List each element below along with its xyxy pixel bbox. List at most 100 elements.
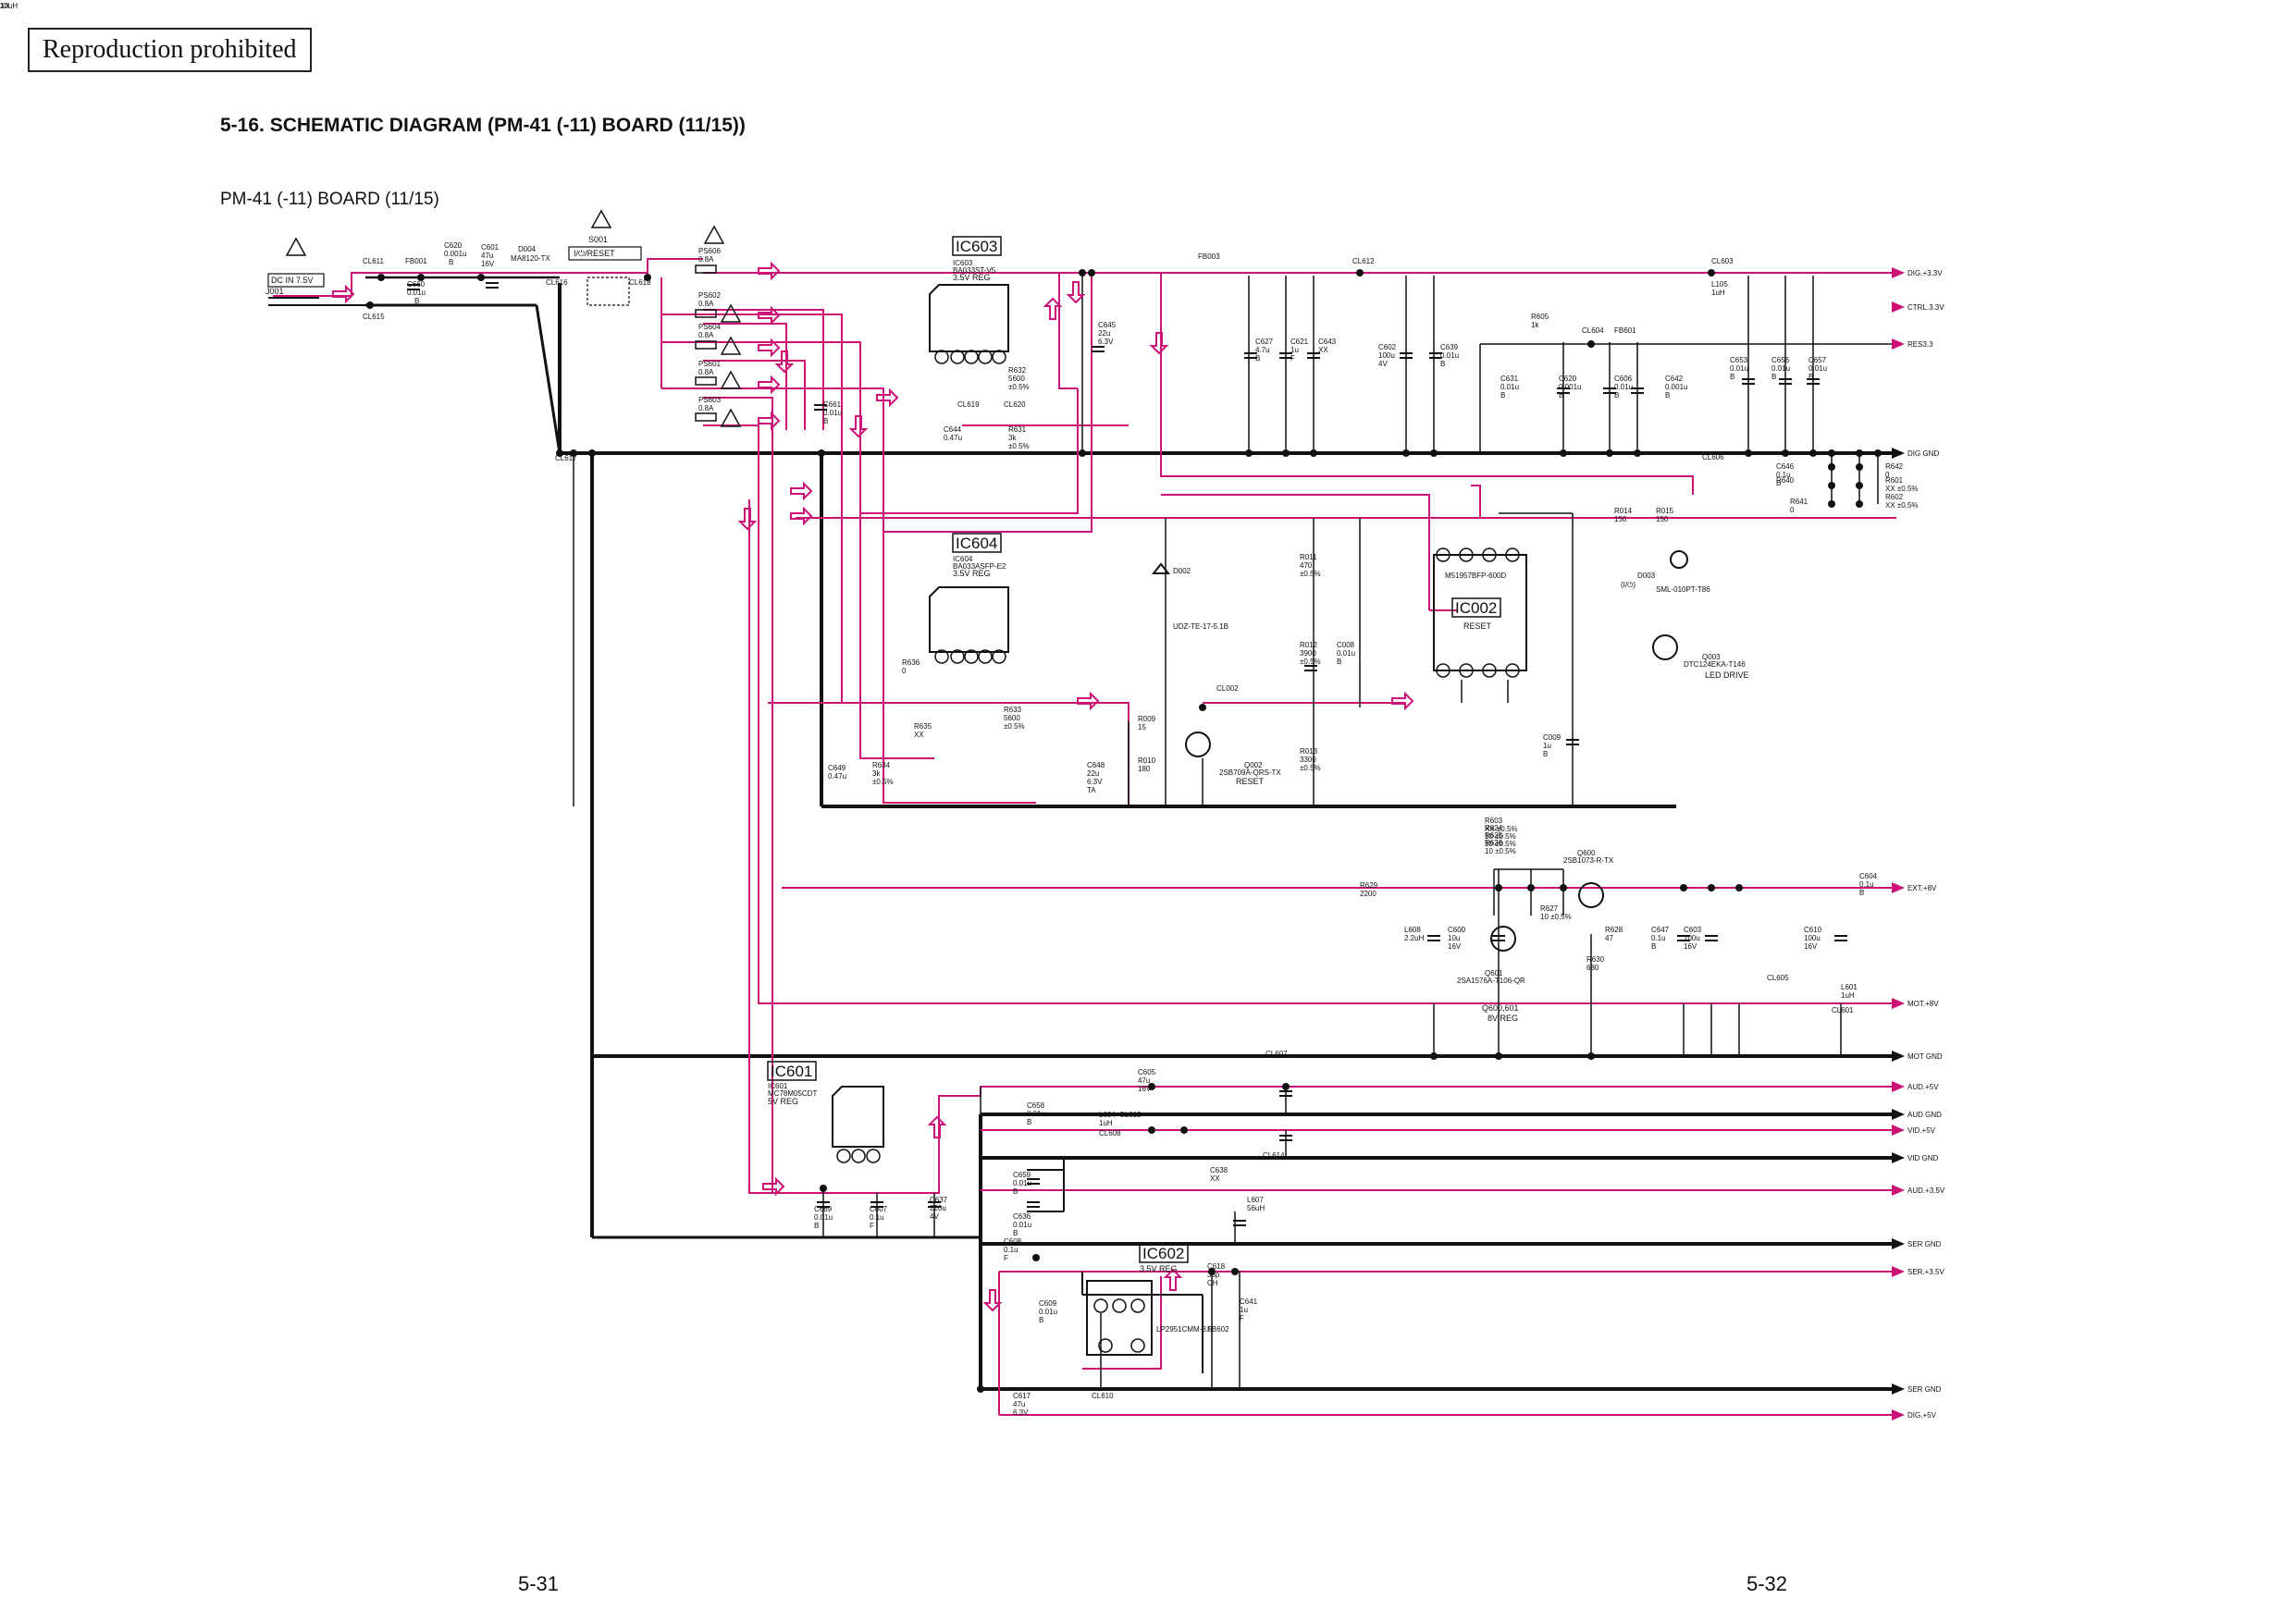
component-ref: CL603	[1711, 257, 1734, 265]
component-value: 1u	[1543, 742, 1551, 750]
component-ref: C641	[1240, 1297, 1258, 1306]
output-label: DIG GND	[1907, 449, 1939, 458]
component-value: 150	[1656, 515, 1669, 523]
component-ref: L601	[1841, 983, 1858, 991]
signal-arrows	[332, 261, 1414, 1312]
part-value: MA8120-TX	[511, 254, 550, 263]
component-ref: CL614	[1263, 1151, 1285, 1160]
component-value: B	[1665, 391, 1670, 400]
component-value: 0.01u	[814, 1213, 833, 1222]
switch-ref: S001	[588, 235, 608, 244]
component-ref: CL606	[1702, 453, 1724, 461]
component-ref: C642	[1665, 375, 1684, 383]
component-ref: C648	[1087, 761, 1105, 769]
part-value: 0.001u	[444, 250, 466, 258]
ic601-box-label: IC601	[771, 1063, 812, 1080]
component-value: 0.1u	[1004, 1246, 1018, 1254]
thin-wiring	[573, 276, 1896, 1389]
ic604-desc: 3.5V REG	[953, 569, 991, 578]
transistor-desc: LED DRIVE	[1705, 670, 1749, 680]
fuse-symbols	[695, 264, 717, 422]
component-ref: R012	[1300, 641, 1318, 649]
component-value: 22u	[1098, 329, 1110, 338]
component-ref: R014	[1614, 507, 1633, 515]
component-ref: C644	[944, 425, 962, 434]
component-value: 100u	[1378, 351, 1395, 360]
component-value: 0.01u	[1039, 1308, 1057, 1316]
component-value: 3k	[872, 769, 881, 778]
reg-note-line2: 8V REG	[1487, 1014, 1518, 1023]
part-ref: FB001	[405, 257, 427, 265]
fuse-value: 0.8A	[698, 404, 714, 412]
transistor-model: DTC124EKA-T146	[1684, 660, 1746, 669]
component-ref: C647	[1651, 926, 1670, 934]
component-ref: L608	[1404, 926, 1421, 934]
part-ref: C660	[407, 280, 426, 289]
component-value: B	[1337, 658, 1341, 666]
component-value: 0.01u	[1771, 364, 1790, 373]
component-value: B	[1013, 1229, 1018, 1237]
component-ref: R640	[1776, 476, 1795, 485]
component-value: 0.01u	[1337, 649, 1355, 658]
component-value: F	[870, 1222, 874, 1230]
component-value: 0.001u	[1665, 383, 1687, 391]
component-value: 0.1u	[1651, 934, 1666, 942]
component-ref: R010	[1138, 756, 1156, 765]
component-value: B	[1440, 360, 1445, 368]
fuse-value: 0.8A	[698, 255, 714, 264]
ic603-part: IC603	[953, 259, 973, 267]
component-value: 100u	[1804, 934, 1821, 942]
component-value: 1uH	[1099, 1119, 1113, 1127]
component-ref: R636	[902, 658, 920, 667]
component-value: 33p	[1207, 1271, 1220, 1279]
component-ref: C618	[1207, 1262, 1226, 1271]
component-value: 0.1u	[1776, 471, 1791, 479]
component-ref: R642	[1885, 462, 1904, 471]
output-label: VID.+5V	[1907, 1126, 1936, 1135]
component-value: XX	[914, 731, 924, 739]
output-label: AUD GND	[1907, 1111, 1942, 1119]
component-ref: R625	[1485, 831, 1503, 840]
component-value: 0.01u	[1013, 1221, 1031, 1229]
component-ref: R633	[1004, 706, 1022, 714]
component-value: 4.7u	[1255, 346, 1270, 354]
component-ref: CL612	[1352, 257, 1375, 265]
component-value: XX ±0.5%	[1885, 501, 1919, 510]
reg-note-line1: Q600,601	[1482, 1003, 1519, 1013]
output-label: DIG.+3.3V	[1907, 269, 1943, 277]
output-label: SER GND	[1907, 1240, 1942, 1248]
transistor-symbols	[1151, 550, 1688, 952]
output-label: DIG.+5V	[1907, 1411, 1937, 1420]
component-ref: L607	[1247, 1196, 1264, 1204]
output-label: MOT.+8V	[1907, 1000, 1939, 1008]
component-value: 6.3V	[1098, 338, 1114, 346]
ic602-model: LP2951CMM-3.5	[1156, 1325, 1213, 1334]
ic603-model: BA033ST-V5	[953, 266, 996, 275]
ic002-model: M51957BFP-600D	[1445, 572, 1506, 580]
component-value: 47u	[1013, 1400, 1025, 1408]
diode-ref: D002	[1173, 567, 1191, 575]
component-ref: CL617	[555, 454, 577, 462]
component-ref: C605	[1138, 1068, 1156, 1076]
component-value: F	[1240, 1314, 1244, 1322]
component-ref: R627	[1540, 904, 1559, 913]
component-value: 1k	[1531, 321, 1539, 329]
component-value: B	[1614, 391, 1619, 400]
fuse-ref: PS604	[698, 323, 722, 331]
component-ref: C640	[0, 0, 19, 2]
component-ref: R641	[1790, 498, 1808, 506]
transistor-model: 2SB1073-R-TX	[1563, 856, 1614, 865]
component-value: 3900	[1300, 649, 1316, 658]
dc-input-section	[267, 246, 642, 454]
diode-model: SML-010PT-T86	[1656, 585, 1710, 594]
component-value: F	[1290, 354, 1295, 363]
component-ref: C646	[1776, 462, 1795, 471]
component-value: 0.01u	[1440, 351, 1459, 360]
component-value: B	[1500, 391, 1505, 400]
component-value: B	[1039, 1316, 1043, 1324]
component-value: XX	[1318, 346, 1328, 354]
component-ref: R601	[1885, 476, 1904, 485]
component-ref: C658	[1027, 1101, 1045, 1110]
component-value: 3k	[1008, 434, 1017, 442]
component-value: 10 ±0.5%	[1485, 847, 1516, 855]
